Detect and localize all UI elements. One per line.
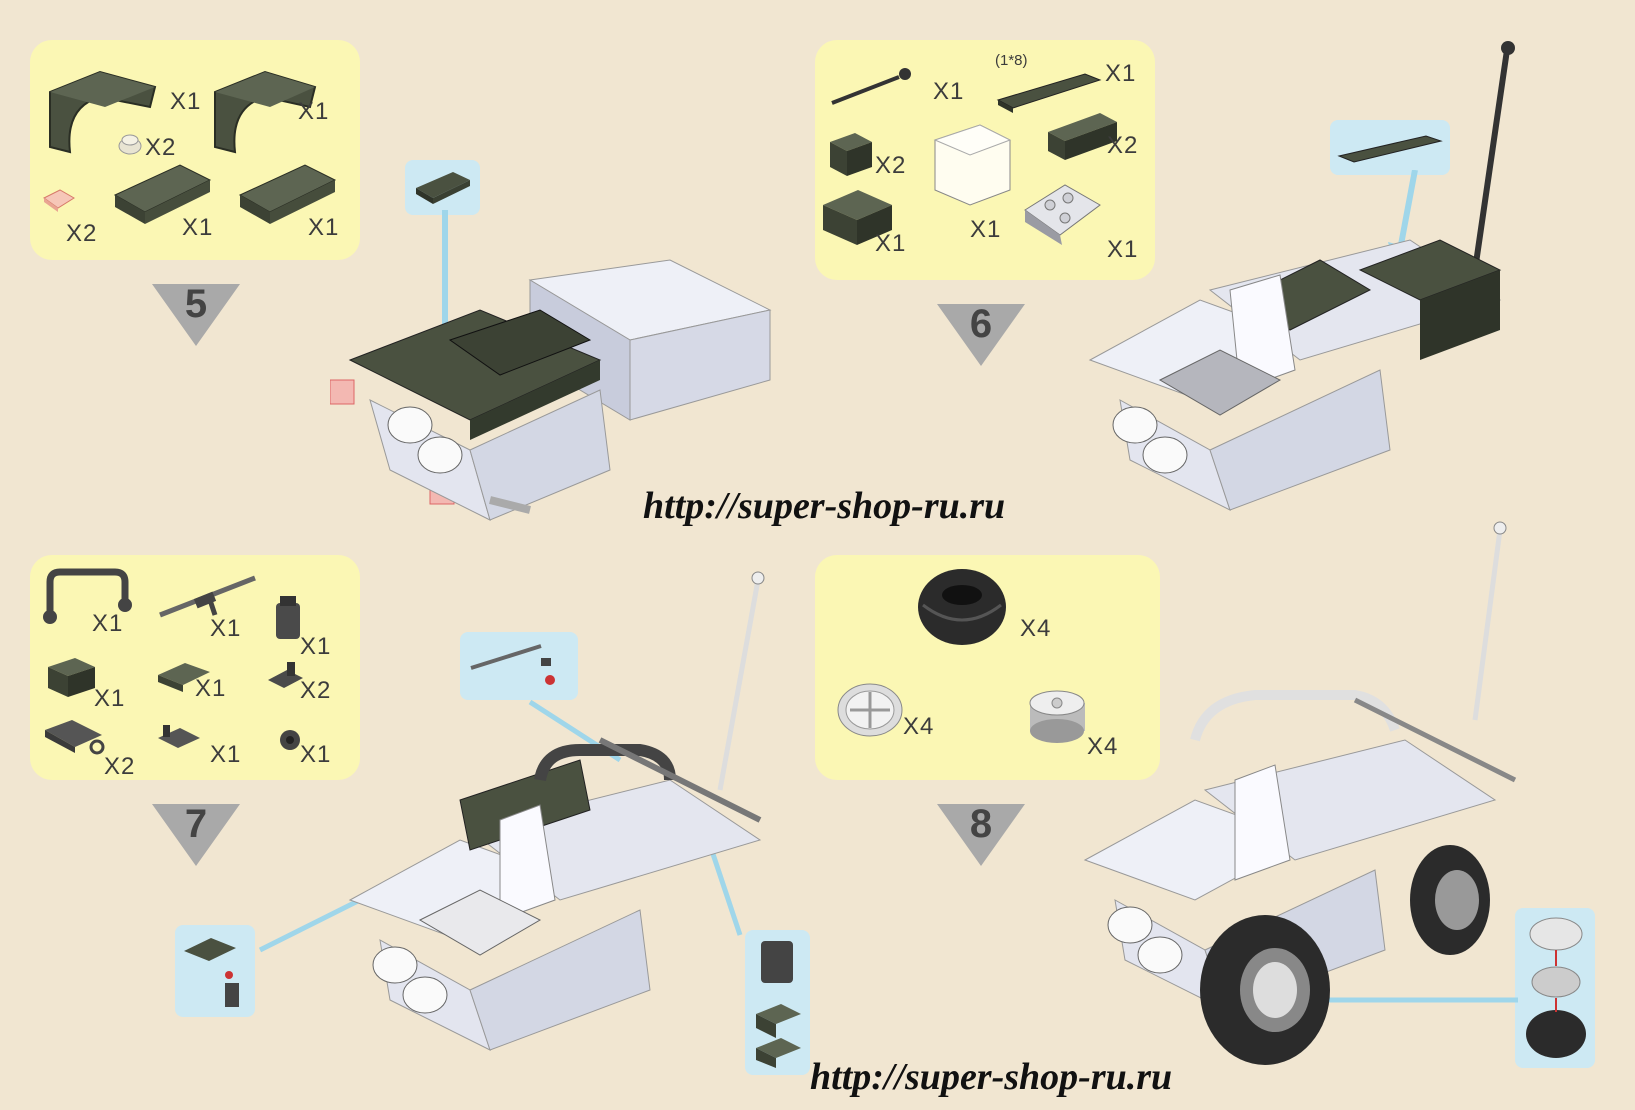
step-number: 5 (184, 282, 208, 326)
step-8-indicator: 8 (935, 800, 1027, 870)
step-number: 7 (184, 802, 208, 846)
dark-brick-1x2-icon (830, 133, 872, 176)
dark-curved-slope-icon (214, 70, 317, 154)
holder-icon (756, 941, 801, 1068)
step-7-holder-callout (745, 930, 810, 1075)
dark-plate-icon (158, 663, 210, 692)
rifle-icon (159, 575, 256, 618)
step-5-parts-panel: X1 X1 X2 X2 X1 X1 (30, 40, 360, 260)
qty-label: X1 (1105, 60, 1137, 87)
qty-label: X2 (145, 134, 177, 161)
qty-label: X1 (933, 78, 965, 105)
qty-label: X2 (875, 152, 907, 179)
qty-label: X1 (970, 216, 1002, 243)
qty-label: X1 (875, 230, 907, 257)
step-number: 8 (969, 802, 993, 846)
dark-brick-2x2-icon (823, 190, 892, 245)
dark-curved-slope-icon (49, 70, 157, 154)
plate-with-clips-icon (45, 720, 105, 755)
step-8-parts-panel: X4 X4 X4 (815, 555, 1160, 780)
qty-label: X1 (308, 214, 340, 241)
rifle-icon (470, 644, 555, 685)
antenna-icon (831, 68, 911, 105)
qty-label: X1 (182, 214, 214, 241)
qty-label: X1 (210, 741, 242, 768)
step-5-indicator: 5 (150, 280, 242, 350)
dark-brick-1x4-icon (1048, 113, 1117, 160)
qty-label: X1 (210, 615, 242, 642)
qty-label: X4 (1020, 615, 1052, 642)
part-size-label: (1*8) (995, 52, 1028, 69)
step-5-detail-callout (405, 160, 480, 215)
watermark-url: http://super-shop-ru.ru (810, 1056, 1173, 1098)
step-number: 6 (969, 302, 993, 346)
vehicle-step-5-illustration (330, 259, 772, 521)
engine-block-icon (1024, 184, 1101, 245)
qty-label: X1 (92, 610, 124, 637)
step-arrow-icon (152, 804, 240, 866)
step-7-indicator: 7 (150, 800, 242, 870)
qty-label: X4 (903, 713, 935, 740)
qty-label: X1 (300, 633, 332, 660)
step-arrow-icon (152, 284, 240, 346)
wheel-hub-icon (1029, 690, 1085, 743)
qty-label: X1 (300, 741, 332, 768)
qty-label: X1 (94, 685, 126, 712)
qty-label: X1 (1107, 236, 1139, 263)
round-piece-icon (280, 730, 300, 750)
step-8-wheel-callout (1515, 908, 1595, 1068)
vehicle-step-8-illustration (1083, 521, 1517, 1065)
dark-plate-1x8-icon (1337, 135, 1443, 163)
step-6-parts-panel: X1 (1*8) X1 X2 X1 X2 X1 X1 (815, 40, 1155, 280)
vehicle-step-7-illustration (348, 571, 765, 1051)
qty-label: X2 (300, 677, 332, 704)
vehicle-step-6-illustration (1088, 41, 1515, 511)
wheel-rim-icon (837, 683, 903, 737)
dark-plate-1x8-icon (996, 73, 1102, 113)
dark-plate-icon (113, 164, 212, 224)
step-arrow-icon (937, 804, 1025, 866)
holder-icon (276, 596, 300, 639)
step-6-indicator: 6 (935, 300, 1027, 370)
clip-plate-icon (268, 662, 303, 688)
qty-label: X1 (170, 88, 202, 115)
wheel-assembly-icon (1526, 917, 1586, 1058)
dark-plate-icon (238, 164, 337, 224)
qty-label: X2 (104, 753, 136, 780)
round-stud-icon (118, 134, 142, 155)
tire-icon (918, 569, 1006, 645)
qty-label: X1 (195, 675, 227, 702)
step-7-rifle-callout (460, 632, 578, 700)
qty-label: X2 (66, 220, 98, 247)
small-clip-icon (158, 725, 200, 748)
windscreen-icon (933, 124, 1012, 206)
qty-label: X4 (1087, 733, 1119, 760)
watermark-url: http://super-shop-ru.ru (643, 485, 1006, 527)
step-7-parts-panel: X1 X1 X1 X1 X1 X2 X2 X1 X1 (30, 555, 360, 780)
step-7-clip-callout (175, 925, 255, 1017)
step-6-detail-callout (1330, 120, 1450, 175)
clip-plate-icon (184, 938, 239, 1007)
step-arrow-icon (937, 304, 1025, 366)
dark-brick-1x2-icon (48, 658, 95, 697)
roll-bar-icon (43, 568, 132, 624)
qty-label: X1 (298, 98, 330, 125)
dark-plate-icon (416, 172, 470, 204)
red-transparent-tile-icon (43, 189, 75, 212)
qty-label: X2 (1107, 132, 1139, 159)
